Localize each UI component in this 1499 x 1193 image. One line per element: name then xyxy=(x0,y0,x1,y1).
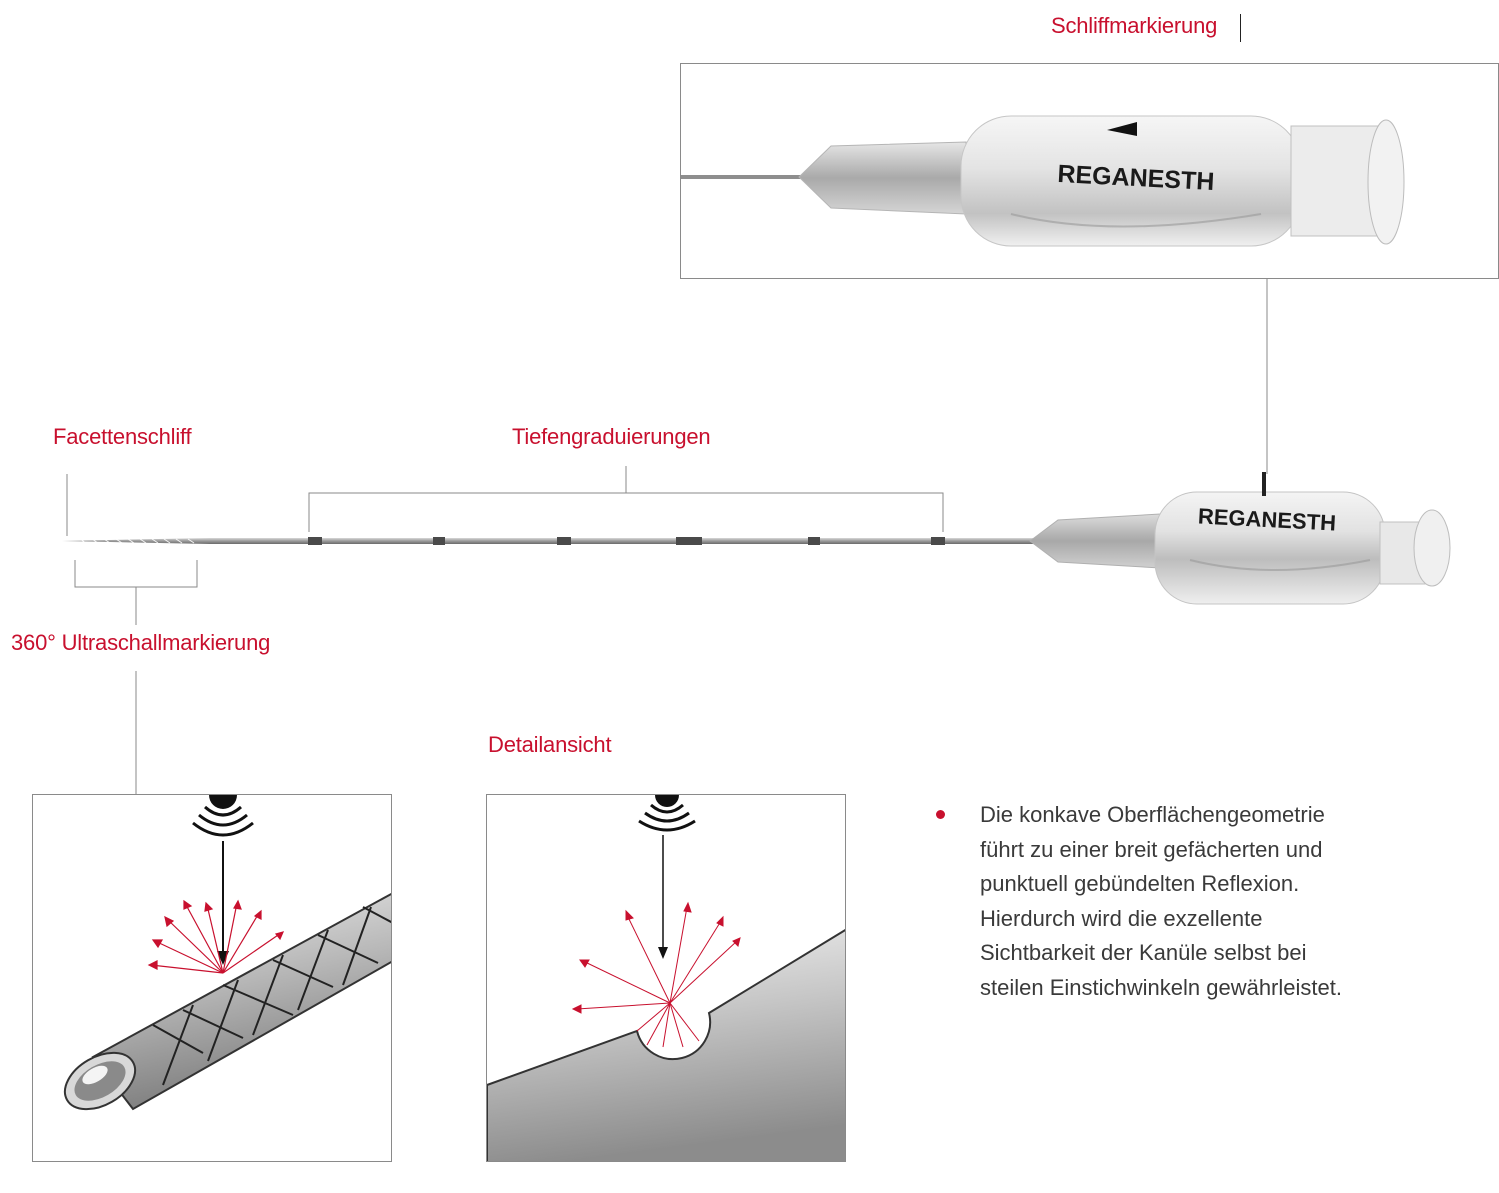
grind-mark-detail-box: REGANESTH xyxy=(680,63,1499,279)
description-line: punktuell gebündelten Reflexion. xyxy=(980,871,1300,896)
grind-mark-label: Schliffmarkierung xyxy=(1051,13,1218,38)
description-text: Die konkave Oberflächengeometrie führt z… xyxy=(980,798,1420,1005)
description-line: führt zu einer breit gefächerten und xyxy=(980,836,1323,862)
description-bullet xyxy=(936,810,945,819)
description-line: steilen Einstichwinkeln gewährleistet. xyxy=(980,974,1342,1000)
description-line: Die konkave Oberflächengeometrie xyxy=(980,802,1325,827)
needle-hub xyxy=(1029,472,1451,605)
detail-view-label: Detailansicht xyxy=(488,732,612,757)
text-cursor xyxy=(1240,14,1241,42)
description-line: Sichtbarkeit der Kanüle selbst bei xyxy=(980,940,1307,965)
depth-graduations-label: Tiefengraduierungen xyxy=(512,424,711,449)
depth-marks xyxy=(308,537,945,545)
detail-view-box xyxy=(486,794,846,1162)
needle-shaft xyxy=(62,537,1050,545)
facet-grind-label: Facettenschliff xyxy=(53,424,192,449)
ultrasound-illustration-box xyxy=(32,794,392,1162)
description-line: Hierdurch wird die exzellente xyxy=(980,905,1263,931)
ultrasound-marking-label: 360° Ultraschallmarkierung xyxy=(11,630,271,655)
